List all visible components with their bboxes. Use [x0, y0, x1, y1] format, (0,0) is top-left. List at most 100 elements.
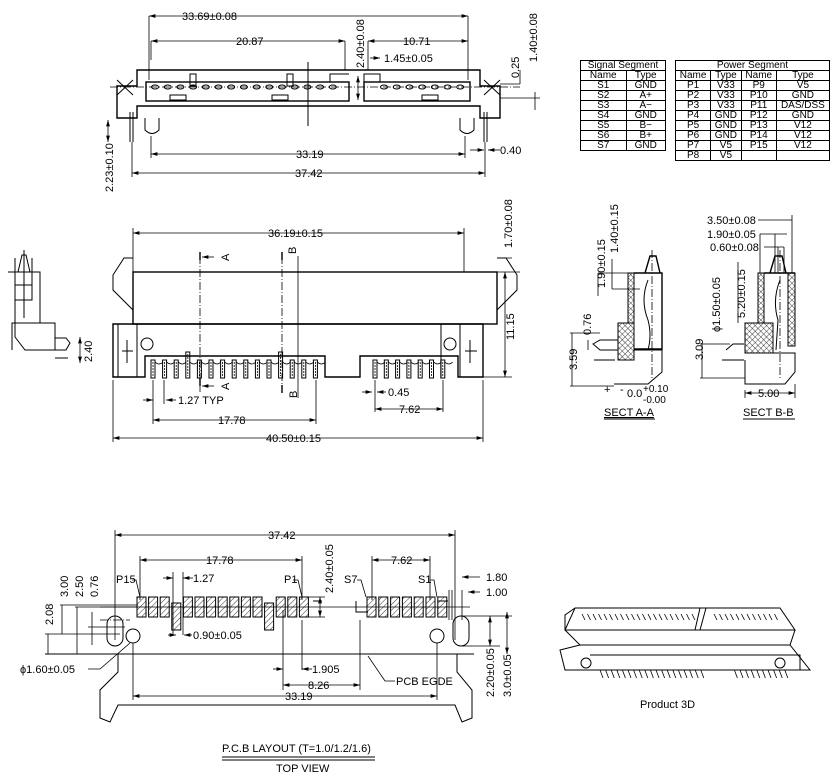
- table-cell: P8: [674, 150, 712, 161]
- table-cell: GND: [625, 140, 666, 151]
- dim-top-width: 36.19±0.15: [268, 228, 323, 240]
- dim-025: 0.25: [510, 57, 522, 78]
- sect-a-minus: -: [620, 384, 624, 396]
- table-cell: P4: [674, 110, 712, 121]
- dim-left-slot: 20.87: [236, 36, 264, 48]
- pcb-pads: [100, 596, 470, 631]
- pin: [173, 359, 179, 379]
- table-title-row: Power Segment: [675, 60, 830, 71]
- table-title: Power Segment: [675, 60, 830, 71]
- 3d-contact-lead: [610, 669, 615, 679]
- sect-b-dim-520: 5.20±0.15: [736, 269, 748, 318]
- pin: [220, 359, 226, 379]
- dim-key-width: 1.45±0.05: [384, 53, 433, 65]
- section-marker-b-top: B: [287, 247, 299, 254]
- 3d-contact-lead: [678, 669, 682, 679]
- pcb-dim-30: 3.0±0.05: [502, 654, 514, 697]
- 3d-contact-lead: [638, 669, 643, 679]
- product-3d-label: Product 3D: [640, 699, 695, 711]
- pcb-dim-hole: ϕ1.60±0.05: [20, 664, 75, 676]
- table-cell: B−: [625, 120, 666, 131]
- table-cell: P10: [740, 90, 777, 101]
- pcb-edge-label: PCB EGDE: [396, 676, 453, 688]
- table-cell: A+: [625, 90, 666, 101]
- sect-a-dim-359: 3.59: [568, 349, 580, 370]
- table-cell: V12: [775, 140, 830, 151]
- table-cell: V12: [775, 130, 830, 141]
- pcb-dim-300: 3.00: [59, 576, 71, 597]
- pcb-dim-826: 8.26: [308, 680, 329, 692]
- table-cell: GND: [710, 110, 742, 121]
- table-cell: P13: [740, 120, 777, 131]
- pad-label-s7: S7: [344, 574, 357, 586]
- pin: [301, 359, 307, 379]
- pcb-dim-pad-length: 2.40±0.05: [324, 544, 336, 593]
- pcb-dim-3319: 33.19: [285, 691, 313, 703]
- dim-overall-width: 40.50±0.15: [266, 433, 321, 445]
- table-cell: V33: [710, 100, 742, 111]
- sect-a-dim-076: 0.76: [582, 314, 594, 335]
- 3d-contact-lead: [644, 669, 649, 679]
- sect-b-title: SECT B-B: [743, 407, 794, 419]
- table-title-row: Signal Segment: [580, 60, 666, 71]
- dim-height: 11.15: [505, 313, 517, 340]
- table-cell: P7: [674, 140, 712, 151]
- dim-right-slot: 10.71: [403, 36, 431, 48]
- pin: [243, 359, 249, 379]
- table-cell: GND: [710, 130, 742, 141]
- sect-b-dim-500: 5.00: [758, 388, 779, 400]
- section-marker-a-top: A: [220, 253, 232, 261]
- pcb-dim-220: 2.20±0.05: [485, 648, 497, 697]
- table-cell: GND: [775, 110, 830, 121]
- 3d-contact-lead: [599, 669, 604, 679]
- section-marker-b-bottom: B: [288, 391, 300, 398]
- 3d-contact-lead: [672, 669, 677, 679]
- table-cell: GND: [775, 90, 830, 101]
- pcb-dim-208: 2.08: [44, 604, 56, 625]
- table-cell: S2: [580, 90, 627, 101]
- column-header: Name: [740, 70, 777, 81]
- table-cell: P11: [740, 100, 777, 111]
- table-cell: P5: [674, 120, 712, 131]
- pcb-layout: 37.42 17.78 7.62 P15 P1 S7 S1 1.27 0.90±…: [20, 530, 514, 775]
- 3d-contact-lead: [750, 669, 755, 679]
- dim-pitch: 1.27 TYP: [178, 395, 224, 407]
- pcb-dim-pitch: 1.27: [193, 573, 214, 585]
- dim-signal-span: 7.62: [399, 404, 420, 416]
- pcb-dim-250: 2.50: [74, 576, 86, 597]
- pin: [429, 359, 434, 379]
- table-cell: P6: [674, 130, 712, 141]
- sect-a-tol-minus: -0.00: [643, 395, 666, 406]
- table-cell: P12: [740, 110, 777, 121]
- dim-140: 1.40±0.08: [528, 13, 540, 62]
- signal-slot: [363, 81, 471, 102]
- table-cell: V33: [710, 90, 742, 101]
- 3d-contact-lead: [683, 669, 688, 679]
- dim-post-spacing: 33.19: [296, 149, 324, 161]
- front-pins: [150, 351, 454, 379]
- sect-b-dim-309: 3.09: [694, 339, 706, 360]
- 3d-contact-lead: [694, 669, 699, 679]
- 3d-contact-lead: [616, 669, 621, 679]
- pin: [289, 359, 295, 379]
- 3d-contact-lead: [756, 669, 761, 679]
- table-cell: P14: [740, 130, 777, 141]
- table-cell: S6: [580, 130, 627, 141]
- product-3d-illustration: Product 3D: [559, 607, 812, 711]
- dim-overall-bottom: 37.42: [295, 168, 323, 180]
- dim-170: 1.70±0.08: [503, 199, 515, 248]
- pin: [266, 359, 272, 379]
- pin: [440, 359, 446, 379]
- sect-a-tol-plus: +0.10: [643, 384, 669, 395]
